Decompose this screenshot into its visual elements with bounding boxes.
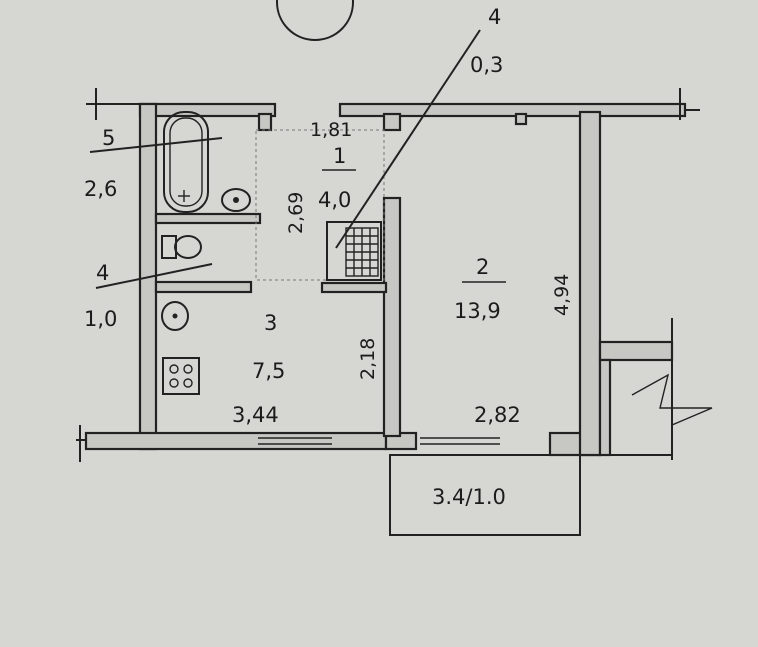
room-length-dimension: 4,94 xyxy=(551,274,573,316)
walls xyxy=(84,102,687,457)
leader-room-5 xyxy=(89,137,223,153)
hall-width-dimension: 1,81 xyxy=(310,119,352,141)
kitchen-height-dimension: 2,18 xyxy=(357,338,379,380)
balcony-label: 3.4/1.0 xyxy=(432,485,506,509)
room-5-number: 5 xyxy=(102,126,115,150)
title-circle xyxy=(276,0,354,41)
room-3-area: 7,5 xyxy=(252,359,285,383)
room-3-number: 3 xyxy=(264,311,277,335)
kitchen-width-dimension: 3,44 xyxy=(232,403,279,427)
toilet-icon xyxy=(161,235,202,259)
windows xyxy=(258,437,500,445)
kitchen-sink-icon xyxy=(161,301,189,331)
callout-number: 4 xyxy=(488,5,501,29)
room-2-area: 13,9 xyxy=(454,299,501,323)
room-4-number: 4 xyxy=(96,261,109,285)
leader-room-4 xyxy=(95,263,213,289)
room-1-number: 1 xyxy=(333,144,346,168)
room-1-area: 4,0 xyxy=(318,188,351,212)
callout-area: 0,3 xyxy=(470,53,503,77)
bathtub-icon xyxy=(163,111,209,213)
sink-icon xyxy=(221,188,251,212)
room-4-area: 1,0 xyxy=(84,307,117,331)
balcony-outline xyxy=(389,454,581,536)
hall-length-dimension: 2,69 xyxy=(285,192,307,234)
stove-icon xyxy=(162,357,200,395)
leader-callout xyxy=(335,29,481,249)
room-width-dimension: 2,82 xyxy=(474,403,521,427)
room-2-number: 2 xyxy=(476,255,489,279)
room-5-area: 2,6 xyxy=(84,177,117,201)
